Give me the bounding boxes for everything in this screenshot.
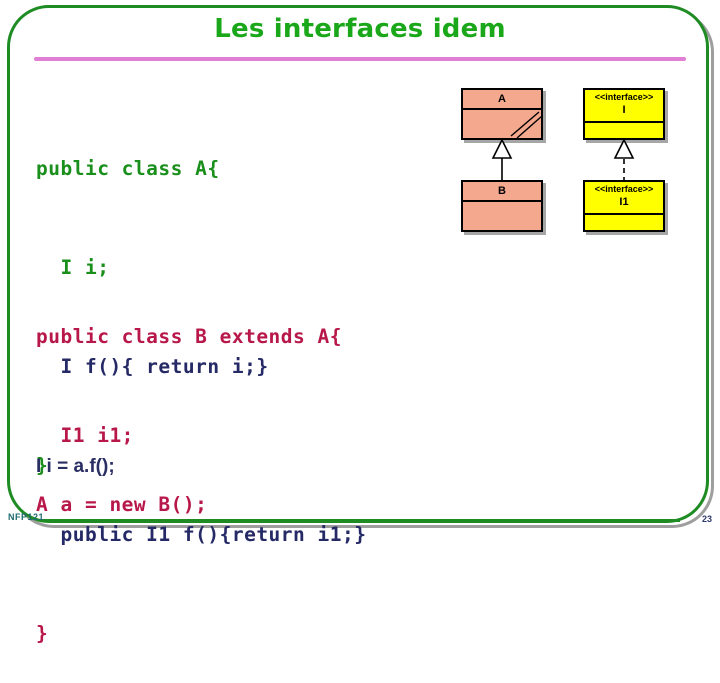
code-line: I f(){ return i;} xyxy=(36,355,269,378)
statement-call: I i = a.f(); xyxy=(36,456,115,477)
uml-class-b-name: B xyxy=(463,182,541,202)
uml-interface-i1: <<interface>> I1 xyxy=(583,180,665,232)
code-line: } xyxy=(36,454,49,477)
uml-diagram: A B <<interface>> I <<interface>> I1 xyxy=(455,84,685,239)
footer-divider xyxy=(40,519,680,522)
uml-interface-i1-header: <<interface>> I1 xyxy=(585,182,663,215)
uml-class-b: B xyxy=(461,180,543,232)
uml-realization-arrow-i1-to-i xyxy=(613,138,635,182)
title-divider xyxy=(34,57,686,61)
uml-interface-i-name: I xyxy=(622,104,626,116)
uml-interface-i: <<interface>> I xyxy=(583,88,665,140)
uml-class-b-body xyxy=(463,202,541,230)
footer-course-label: NFP121 xyxy=(8,512,45,522)
uml-interface-i1-stereotype: <<interface>> xyxy=(594,184,654,194)
page-number: 23 xyxy=(701,514,712,524)
uml-interface-i-header: <<interface>> I xyxy=(585,90,663,123)
code-block-main: A a = new B(); xyxy=(36,422,207,554)
uml-class-a-name: A xyxy=(463,90,541,110)
code-line: public class A{ xyxy=(36,157,220,180)
uml-generalization-arrow-b-to-a xyxy=(491,138,513,182)
code-block-class-a: public class A{ I i; I f(){ return i;} } xyxy=(36,86,269,515)
uml-interface-i-stereotype: <<interface>> xyxy=(594,92,654,102)
code-line: I i; xyxy=(36,256,110,279)
code-line: A a = new B(); xyxy=(36,493,208,516)
uml-interface-i1-body xyxy=(585,215,663,230)
uml-class-a: A xyxy=(461,88,543,140)
code-line: public class B extends A{ xyxy=(36,325,342,348)
uml-interface-i1-name: I1 xyxy=(619,196,629,208)
page-title: Les interfaces idem xyxy=(214,14,506,44)
code-line: I1 i1; xyxy=(36,424,134,447)
code-line: } xyxy=(36,622,49,645)
